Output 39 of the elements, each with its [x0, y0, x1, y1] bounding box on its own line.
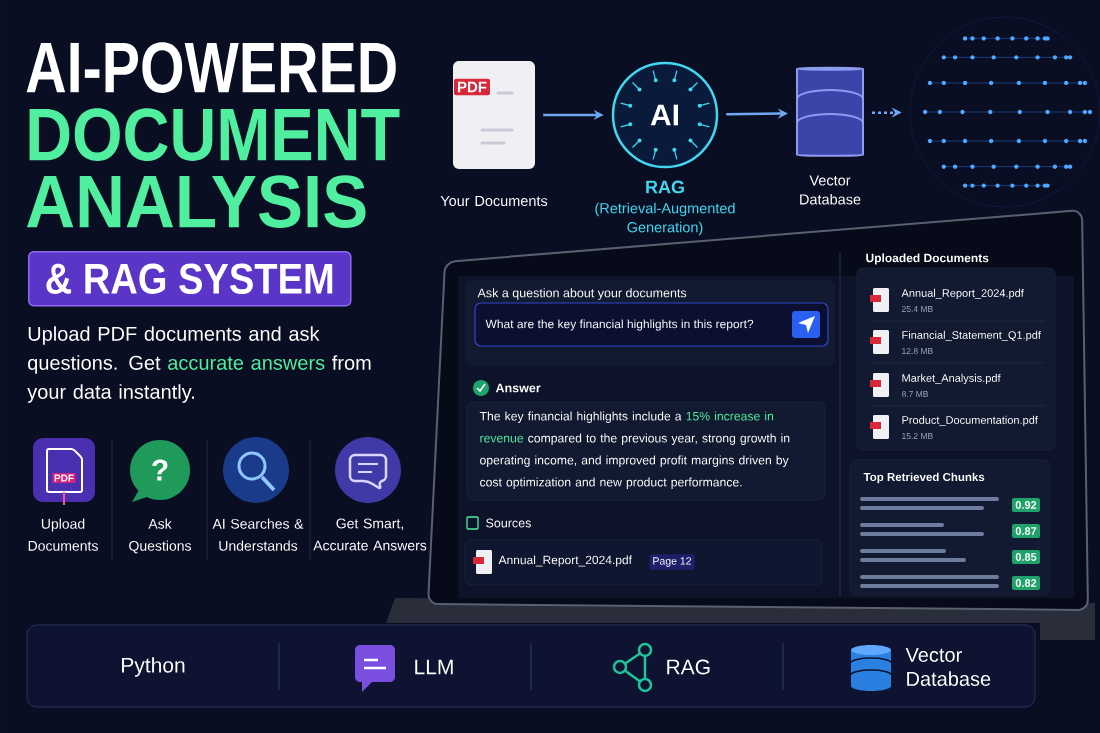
label: Upload PDF documents and ask — [28, 326, 320, 345]
retrieved-chunk: 0.82 — [860, 575, 1040, 590]
label: accurate answers — [168, 356, 325, 370]
label: cost optimization and new product performance. — [480, 477, 742, 489]
label: 15% increase in — [686, 411, 774, 421]
tech-label: Python — [122, 657, 185, 677]
answer-panel: The key financial highlights include a 15% increase in revenue compared to the previous year, strong growth in operating income, and improved profit margins driven by cost optimization and new product performance. — [466, 401, 826, 501]
title-text: DOCUMENT — [29, 108, 400, 161]
feature-label: Ask Questions — [129, 518, 191, 554]
section-heading: Uploaded Documents — [866, 253, 989, 265]
title-badge: & RAG SYSTEM — [28, 251, 352, 307]
label: compared to the previous year, strong growth in — [528, 433, 790, 445]
network-globe-drawing — [909, 16, 1100, 208]
tech-label: RAG — [667, 659, 710, 675]
file-list-item: Annual_Report_2024.pdf 25.4 MB — [870, 288, 1024, 312]
label: your data instantly. — [27, 384, 194, 403]
label: revenue — [480, 435, 524, 443]
file-list-item: Market_Analysis.pdf 8.7 MB — [870, 373, 1001, 397]
section-heading: Sources — [486, 518, 531, 528]
label: questions. Get — [28, 355, 161, 374]
tech-label: Vector Database — [905, 648, 991, 686]
title-text: ANALYSIS — [26, 175, 366, 228]
input-field: What are the key financial highlights in this report? — [474, 302, 829, 347]
title-text: AI-POWERED — [26, 42, 396, 93]
feature-label: Get Smart, Accurate Answers — [313, 518, 427, 551]
label: from — [332, 355, 371, 370]
retrieved-chunk: 0.85 — [860, 549, 1040, 564]
retrieved-chunk: 0.87 — [860, 523, 1040, 538]
section-heading: Answer — [495, 383, 541, 393]
tech-label: LLM — [415, 659, 453, 675]
intro-paragraph: Upload PDF documents and ask questions. Get accurate answers from your data instantly. — [27, 326, 371, 403]
label: The key financial highlights include a — [479, 411, 682, 423]
feature-label: Upload Documents — [28, 518, 98, 551]
file-list-item: Product_Documentation.pdf 15.2 MB — [870, 415, 1038, 439]
label: operating income, and improved profit margins driven by — [480, 455, 789, 467]
page-badge: Page 12 — [649, 554, 695, 570]
file-list-item: Financial_Statement_Q1.pdf 12.8 MB — [870, 330, 1041, 354]
feature-label: AI Searches & Understands — [212, 518, 304, 551]
retrieved-chunk: 0.92 — [860, 497, 1040, 512]
